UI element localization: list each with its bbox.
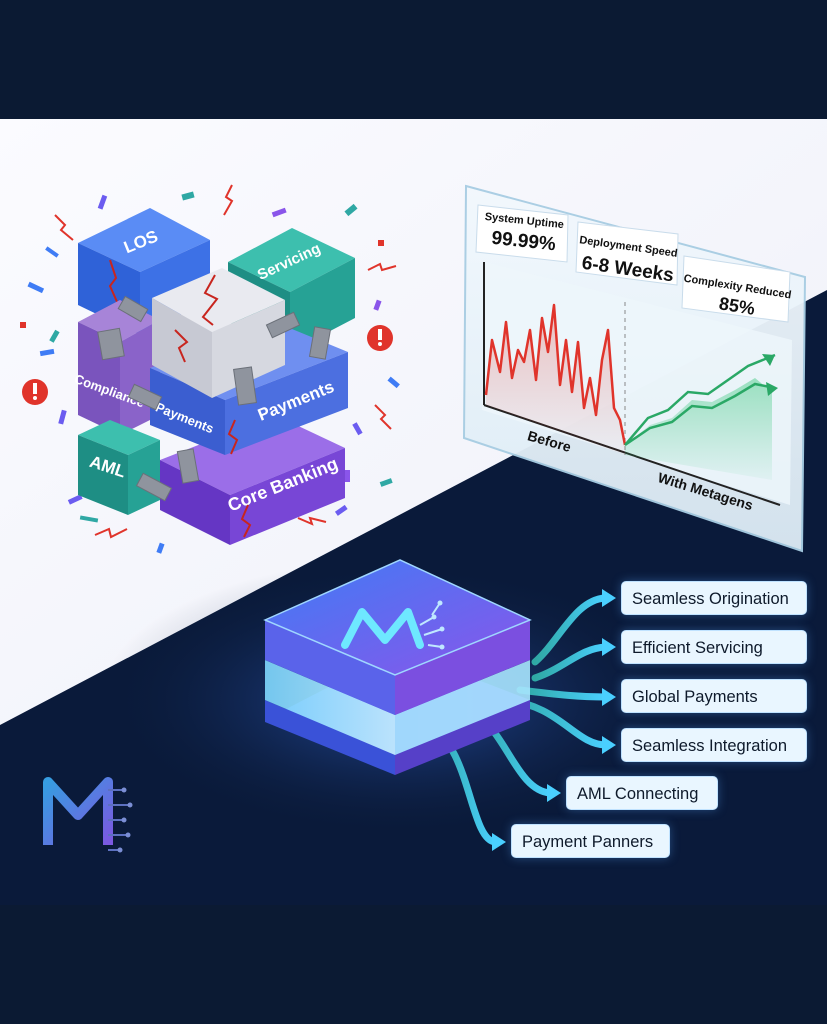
alert-icon	[367, 325, 393, 351]
outcome-seamless-origination: Seamless Origination	[621, 581, 807, 615]
platform-logo-icon	[341, 600, 445, 650]
after-line	[624, 382, 776, 447]
outcome-payment-panners: Payment Panners	[511, 824, 670, 858]
metagens-platform	[263, 559, 532, 775]
outcome-global-payments: Global Payments	[621, 679, 807, 713]
after-line	[624, 353, 776, 446]
outcome-seamless-integration: Seamless Integration	[621, 728, 807, 762]
arrow-heads	[492, 589, 616, 851]
outcome-aml-connecting: AML Connecting	[566, 776, 718, 810]
before-line	[484, 303, 627, 446]
stats-panel: System Uptime 99.99% Deployment Speed 6-…	[462, 184, 807, 553]
legacy-stack: LOS Servicing Compliance AML	[72, 208, 355, 545]
arrow-efficient-servicing	[531, 643, 610, 682]
stat-card	[475, 204, 569, 263]
tape-patches	[97, 295, 332, 502]
outcome-efficient-servicing: Efficient Servicing	[621, 630, 807, 664]
metagens-logo-icon	[43, 777, 133, 853]
stat-card	[681, 255, 791, 323]
block-core-banking: Core Banking	[160, 415, 345, 545]
stat-card	[575, 221, 679, 286]
arrow-seamless-origination	[531, 594, 609, 666]
arrow-global-payments	[516, 686, 610, 701]
confetti	[20, 184, 400, 554]
block-compliance: Compliance	[72, 300, 160, 435]
alert-icon	[22, 379, 48, 405]
before-area	[486, 305, 625, 455]
after-area	[625, 378, 772, 480]
